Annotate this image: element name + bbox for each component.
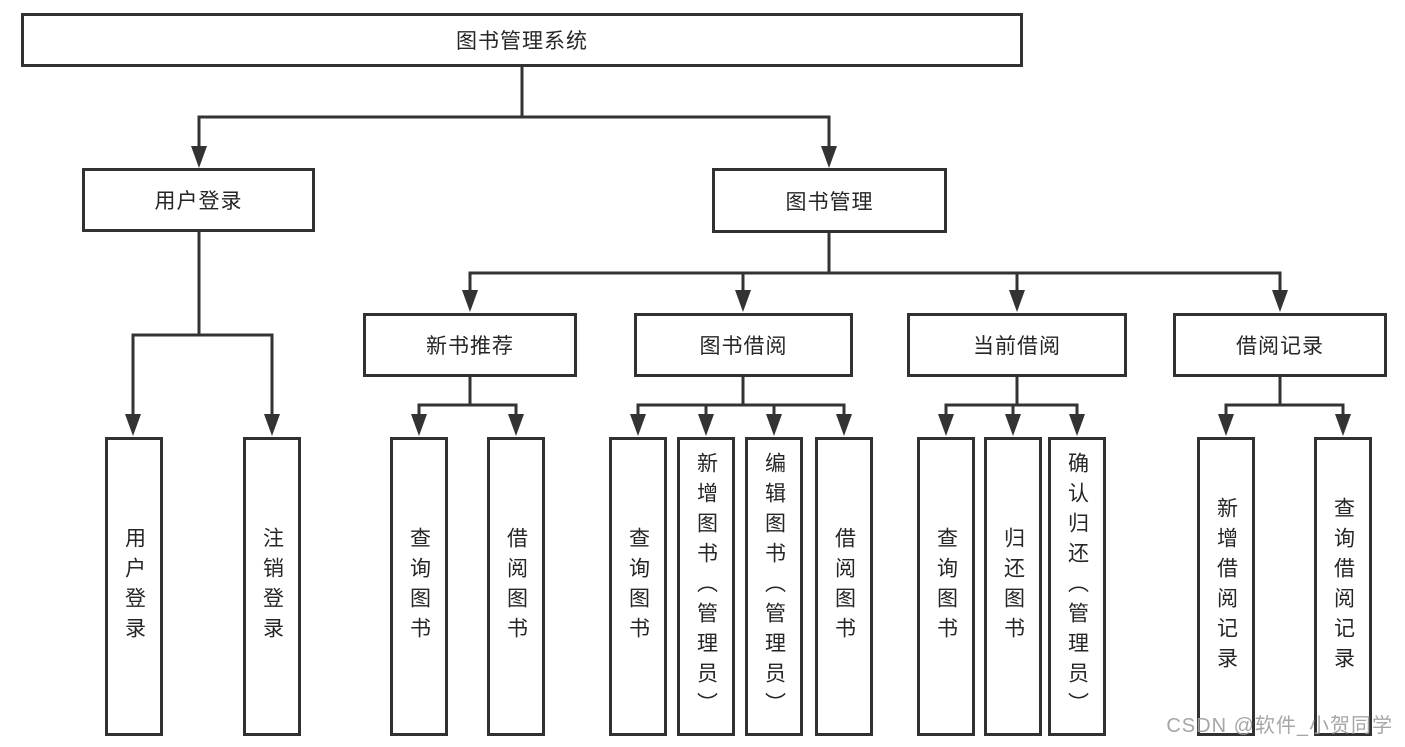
node-book-mgmt: 图书管理 — [712, 168, 947, 233]
leaf-label: 查询图书 — [626, 526, 650, 647]
connector-user-login-to-leaves — [125, 230, 280, 436]
leaf-label: 归还图书 — [1001, 526, 1025, 647]
connector-book-mgmt-to-level3 — [462, 231, 1288, 312]
node-current-borrow: 当前借阅 — [907, 313, 1127, 377]
leaf-node-add-borrow-record: 新增借阅记录 — [1197, 437, 1255, 736]
leaf-label: 新增图书（管理员） — [694, 451, 718, 722]
leaf-node-borrow-books-1: 借阅图书 — [487, 437, 545, 736]
leaf-label: 新增借阅记录 — [1214, 496, 1238, 677]
connector-new-books-to-leaves — [411, 375, 524, 436]
csdn-watermark: CSDN @软件_小贺同学 — [1166, 715, 1393, 737]
leaf-node-logout: 注销登录 — [243, 437, 301, 736]
leaf-node-borrow-books-2: 借阅图书 — [815, 437, 873, 736]
leaf-label: 注销登录 — [260, 526, 284, 647]
leaf-node-edit-book-admin: 编辑图书（管理员） — [745, 437, 803, 736]
node-user-login: 用户登录 — [82, 168, 315, 232]
connector-current-borrow-to-leaves — [938, 375, 1085, 436]
node-borrow-records: 借阅记录 — [1173, 313, 1387, 377]
leaf-label: 查询图书 — [407, 526, 431, 647]
leaf-node-return-books: 归还图书 — [984, 437, 1042, 736]
node-new-books: 新书推荐 — [363, 313, 577, 377]
leaf-node-search-books-1: 查询图书 — [390, 437, 448, 736]
leaf-label: 编辑图书（管理员） — [762, 451, 786, 722]
node-root: 图书管理系统 — [21, 13, 1023, 67]
leaf-node-search-borrow-record: 查询借阅记录 — [1314, 437, 1372, 736]
leaf-node-search-books-3: 查询图书 — [917, 437, 975, 736]
leaf-label: 借阅图书 — [832, 526, 856, 647]
node-book-borrow: 图书借阅 — [634, 313, 853, 377]
leaf-label: 借阅图书 — [504, 526, 528, 647]
leaf-label: 查询图书 — [934, 526, 958, 647]
leaf-node-search-books-2: 查询图书 — [609, 437, 667, 736]
connector-borrow-records-to-leaves — [1218, 375, 1351, 436]
leaf-node-user-login: 用户登录 — [105, 437, 163, 736]
connector-book-borrow-to-leaves — [630, 375, 852, 436]
leaf-label: 用户登录 — [122, 526, 146, 647]
leaf-label: 查询借阅记录 — [1331, 496, 1355, 677]
leaf-label: 确认归还（管理员） — [1065, 451, 1089, 722]
connector-root-to-level2 — [191, 66, 837, 168]
leaf-node-confirm-return-admin: 确认归还（管理员） — [1048, 437, 1106, 736]
leaf-node-add-book-admin: 新增图书（管理员） — [677, 437, 735, 736]
